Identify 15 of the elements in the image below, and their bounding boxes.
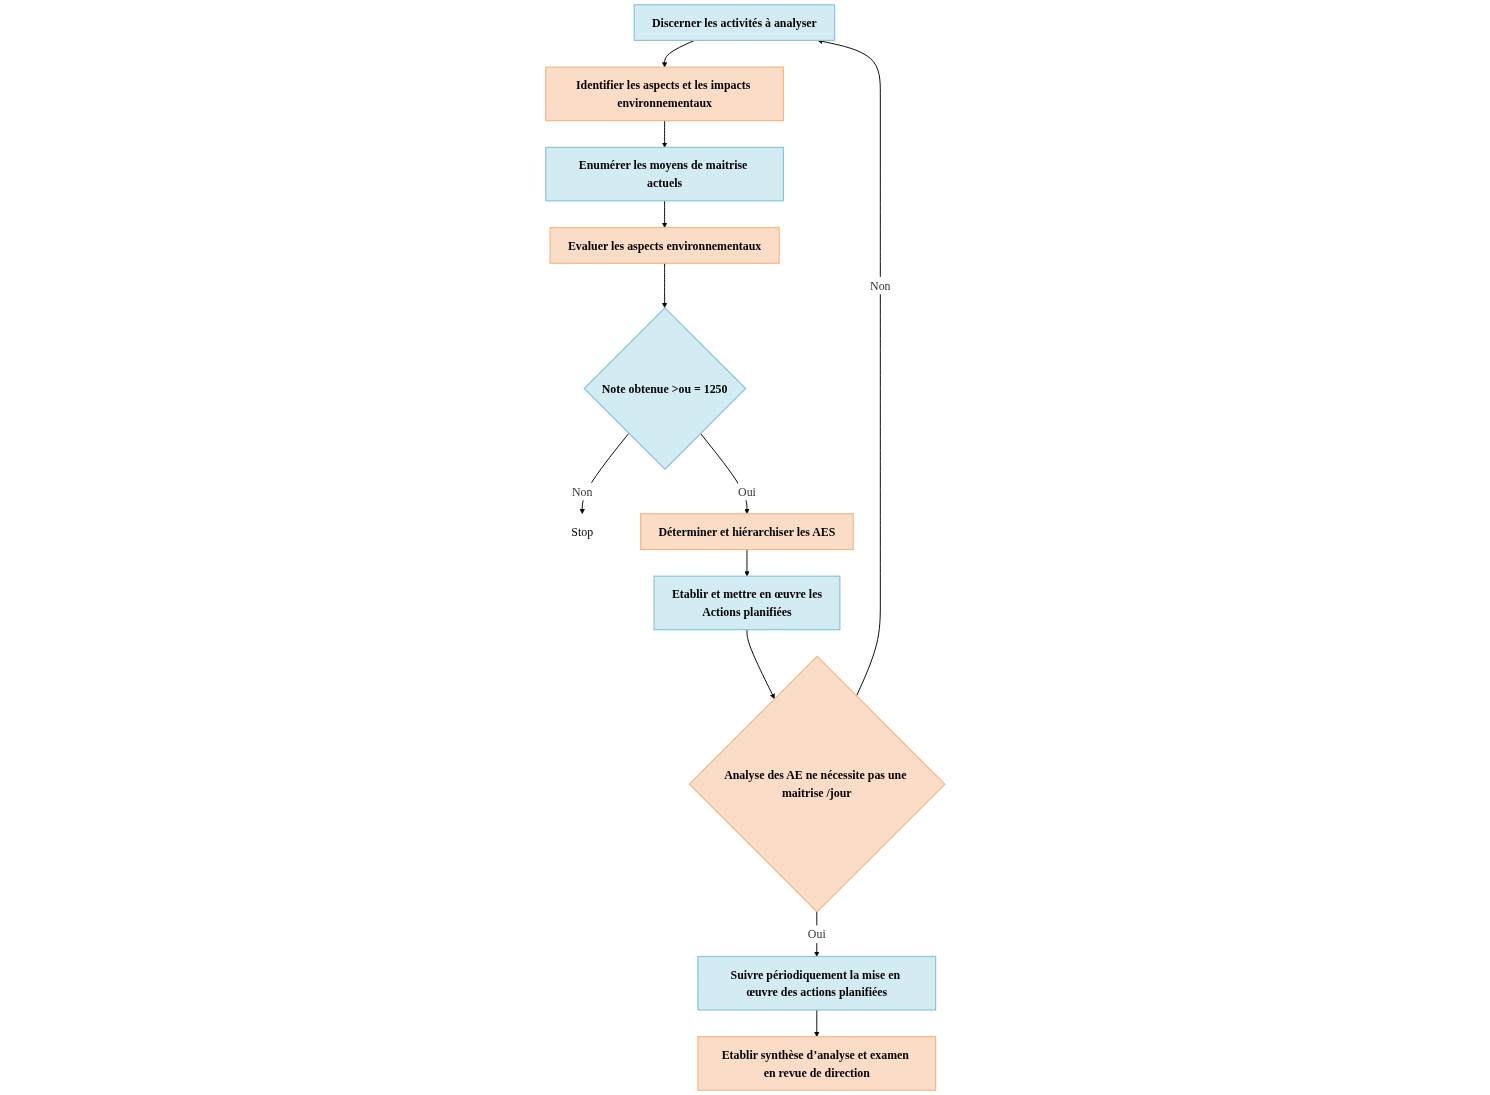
- edge-label: Non: [571, 485, 593, 499]
- node-diamond: Note obtenue >ou = 1250: [583, 306, 747, 471]
- node-box: Déterminer et hiérarchiser les AES: [639, 513, 854, 551]
- node-box: Discerner les activités à analyser: [633, 4, 835, 41]
- node-box: Identifier les aspects et les impacts environnementaux: [544, 66, 784, 122]
- edge-label: Oui: [807, 927, 826, 941]
- node-diamond: Analyse des AE ne nécessite pas une maitrise /jour: [688, 655, 946, 913]
- node-box: Suivre périodiquement la mise en œuvre des actions planifiées: [697, 955, 936, 1011]
- edge-label: Oui: [737, 485, 756, 499]
- node-box: Etablir synthèse d’analyse et examen en revue de direction: [697, 1036, 936, 1091]
- edge-label: Non: [869, 279, 891, 293]
- node-text: Stop: [571, 525, 593, 539]
- node-box: Etablir et mettre en œuvre les Actions planifiées: [653, 575, 841, 631]
- node-box: Evaluer les aspects environnementaux: [549, 227, 780, 264]
- node-box: Enumérer les moyens de maitrise actuels: [544, 146, 784, 202]
